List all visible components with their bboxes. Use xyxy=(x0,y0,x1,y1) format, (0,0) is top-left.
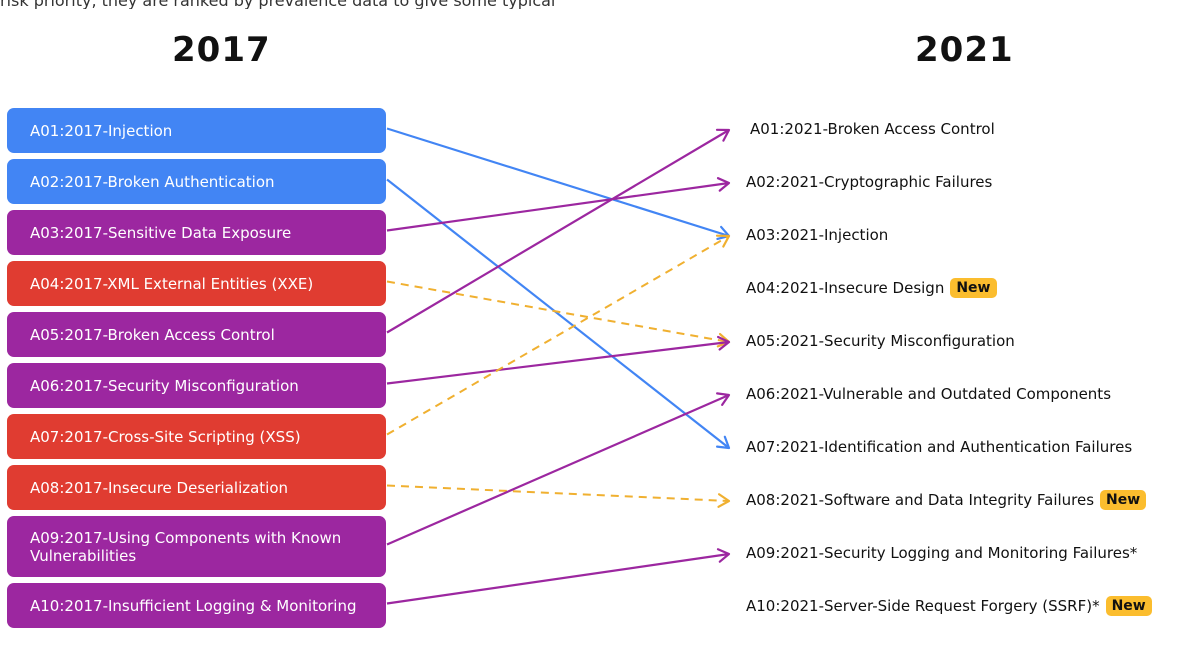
arrowhead-icon xyxy=(715,435,731,450)
risk-2017-box: A03:2017-Sensitive Data Exposure xyxy=(7,210,386,255)
arrowhead-icon xyxy=(715,128,731,142)
risk-2017-box: A08:2017-Insecure Deserialization xyxy=(7,465,386,510)
mapping-arrow-line xyxy=(386,127,730,238)
risk-2017-box: A06:2017-Security Misconfiguration xyxy=(7,363,386,408)
risk-2021-label: A05:2021-Security Misconfiguration xyxy=(746,332,1015,350)
risk-2021-label: A06:2021-Vulnerable and Outdated Compone… xyxy=(746,385,1112,403)
risk-2017-box: A04:2017-XML External Entities (XXE) xyxy=(7,261,386,306)
year-2021-heading: 2021 xyxy=(915,30,1014,70)
mapping-arrow-line xyxy=(386,280,730,343)
new-badge: New xyxy=(1105,596,1152,616)
new-badge: New xyxy=(1100,490,1147,510)
risk-2021-item: A05:2021-Security Misconfiguration xyxy=(746,329,1015,353)
risk-2021-label: A02:2021-Cryptographic Failures xyxy=(746,173,993,191)
mapping-arrow-line xyxy=(386,340,730,385)
arrowhead-icon xyxy=(716,335,731,351)
risk-2021-item: A03:2021-Injection xyxy=(746,223,888,247)
risk-2021-label: A10:2021-Server-Side Request Forgery (SS… xyxy=(746,597,1100,615)
arrowhead-icon xyxy=(716,548,731,563)
risk-2021-item: A06:2021-Vulnerable and Outdated Compone… xyxy=(746,382,1111,406)
arrowhead-icon xyxy=(716,177,731,192)
mapping-arrow-line xyxy=(386,178,730,449)
risk-2021-label: A07:2021-Identification and Authenticati… xyxy=(746,438,1133,456)
risk-2021-item: A01:2021-Broken Access Control xyxy=(750,117,995,141)
risk-2021-item: A08:2021-Software and Data Integrity Fai… xyxy=(746,488,1147,512)
mapping-arrow-line xyxy=(386,235,730,436)
risk-2017-box: A05:2017-Broken Access Control xyxy=(7,312,386,357)
mapping-arrow-line xyxy=(386,129,730,334)
risk-2017-box: A07:2017-Cross-Site Scripting (XSS) xyxy=(7,414,386,459)
risk-2017-box: A10:2017-Insufficient Logging & Monitori… xyxy=(7,583,386,628)
arrowhead-icon xyxy=(717,493,731,508)
cropped-intro-text: risk priority, they are ranked by preval… xyxy=(0,0,760,9)
risk-2021-label: A01:2021-Broken Access Control xyxy=(750,120,995,138)
arrowhead-icon xyxy=(716,392,731,406)
risk-2017-box: A01:2017-Injection xyxy=(7,108,386,153)
risk-2021-label: A03:2021-Injection xyxy=(746,226,889,244)
risk-2021-item: A02:2021-Cryptographic Failures xyxy=(746,170,992,194)
new-badge: New xyxy=(950,278,997,298)
risk-2021-item: A07:2021-Identification and Authenticati… xyxy=(746,435,1132,459)
risk-2021-item: A04:2021-Insecure Design New xyxy=(746,276,997,300)
risk-2017-box: A09:2017-Using Components with Known Vul… xyxy=(7,516,386,577)
risk-2021-label: A09:2021-Security Logging and Monitoring… xyxy=(746,544,1138,562)
risk-2021-item: A10:2021-Server-Side Request Forgery (SS… xyxy=(746,594,1152,618)
mapping-arrow-line xyxy=(386,484,730,502)
mapping-arrow-line xyxy=(386,181,730,232)
arrowhead-icon xyxy=(715,234,731,248)
risk-2021-label: A08:2021-Software and Data Integrity Fai… xyxy=(746,491,1095,509)
year-2017-heading: 2017 xyxy=(172,30,271,70)
risk-2021-label: A04:2021-Insecure Design xyxy=(746,279,945,297)
risk-2017-box: A02:2017-Broken Authentication xyxy=(7,159,386,204)
mapping-arrow-line xyxy=(386,552,730,605)
risk-2021-item: A09:2021-Security Logging and Monitoring… xyxy=(746,541,1137,565)
mapping-arrow-line xyxy=(386,393,730,546)
